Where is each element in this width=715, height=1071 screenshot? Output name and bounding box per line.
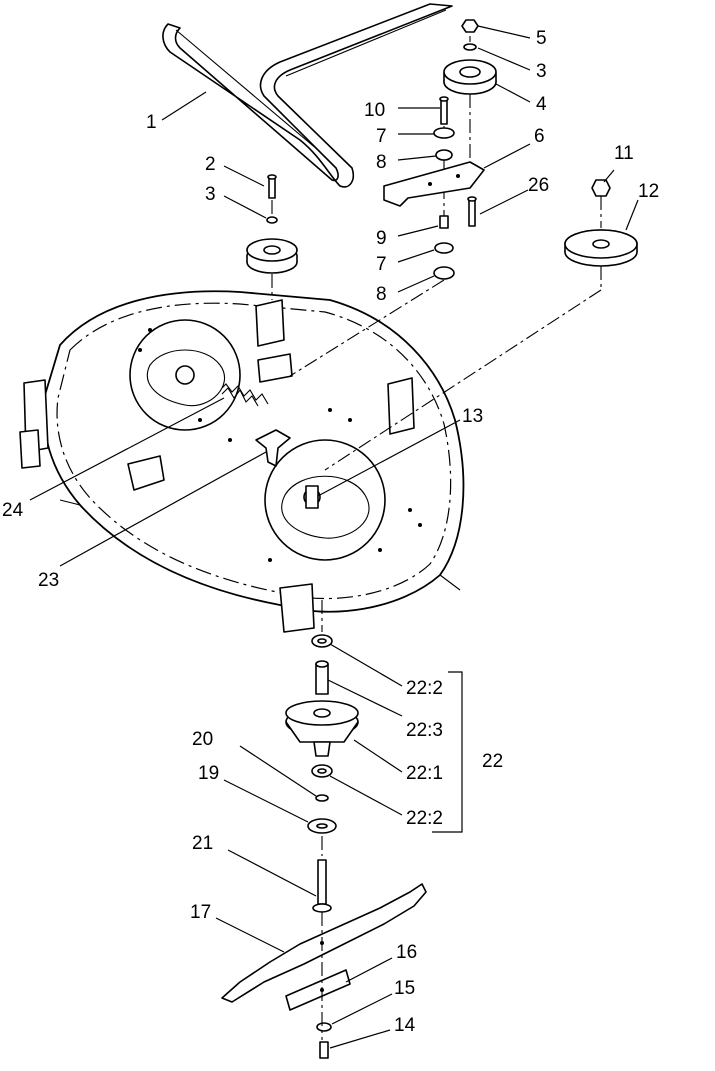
callout-13: 13 — [462, 406, 483, 427]
callout-23: 23 — [38, 570, 59, 591]
left-idler-pulley — [246, 174, 298, 300]
callout-3: 3 — [205, 184, 216, 205]
callout-22-1: 22:1 — [406, 763, 443, 784]
spindle-pulley — [324, 179, 638, 471]
callout-7: 7 — [376, 254, 387, 275]
spring — [221, 383, 269, 407]
callout-11: 11 — [614, 143, 634, 164]
callout-26: 26 — [528, 175, 549, 196]
callout-22-3: 22:3 — [406, 720, 443, 741]
callout-8: 8 — [376, 284, 387, 305]
callout-22-2: 22:2 — [406, 808, 443, 829]
callout-14: 14 — [394, 1015, 416, 1036]
right-idler-stack — [289, 19, 497, 377]
callout-24: 24 — [2, 500, 24, 521]
callout-2: 2 — [205, 154, 216, 175]
callout-10: 10 — [364, 100, 385, 121]
callout-22: 22 — [482, 751, 503, 772]
callout-12: 12 — [638, 181, 659, 202]
blade-bolt — [319, 1041, 329, 1059]
callout-labels: 1 2 3 3 4 5 6 7 7 8 8 9 10 11 12 13 14 1… — [2, 28, 659, 1036]
washer — [316, 1022, 332, 1032]
callout-17: 17 — [190, 902, 211, 923]
callout-16: 16 — [396, 942, 417, 963]
callout-1: 1 — [146, 112, 157, 133]
mower-deck — [19, 290, 465, 633]
callout-15: 15 — [394, 978, 415, 999]
blade-adapter — [285, 969, 351, 1011]
idler-arm — [255, 429, 291, 467]
callout-5: 5 — [536, 28, 547, 49]
callout-22-2: 22:2 — [406, 678, 443, 699]
callout-19: 19 — [198, 763, 219, 784]
callout-20: 20 — [192, 729, 213, 750]
leader-lines — [29, 25, 639, 1049]
spindle-shaft-top — [305, 485, 319, 509]
callout-7: 7 — [376, 126, 387, 147]
callout-9: 9 — [376, 228, 387, 249]
callout-3: 3 — [536, 61, 547, 82]
callout-4: 4 — [536, 94, 547, 115]
spindle-assembly — [285, 600, 359, 913]
callout-21: 21 — [192, 833, 213, 854]
belt — [162, 3, 453, 188]
callout-6: 6 — [534, 126, 545, 147]
callout-8: 8 — [376, 152, 387, 173]
